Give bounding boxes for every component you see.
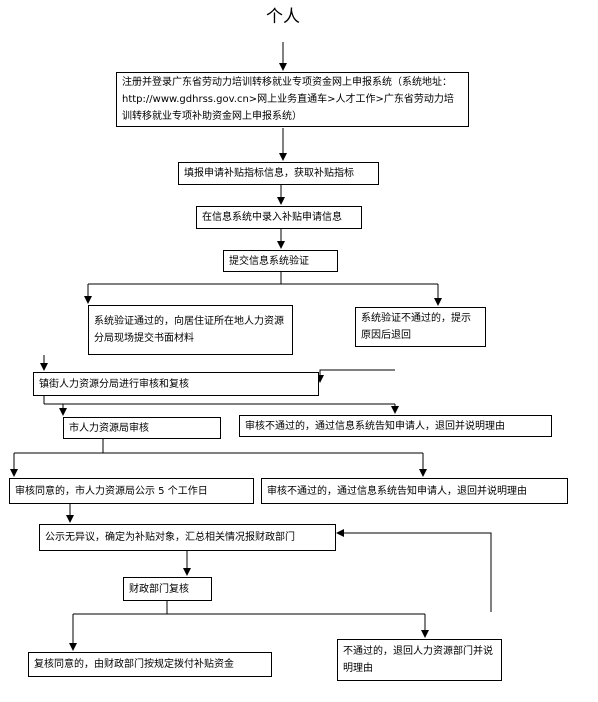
step-submit-verify: 提交信息系统验证	[223, 250, 338, 272]
step-finance-pass: 复核同意的，由财政部门按规定拨付补贴资金	[28, 652, 272, 677]
step-finance-pass-text: 复核同意的，由财政部门按规定拨付补贴资金	[34, 659, 234, 670]
step-city-fail-text: 审核不通过的，通过信息系统告知申请人，退回并说明理由	[267, 485, 527, 497]
step-enter-info-text: 在信息系统中录入补贴申请信息	[202, 212, 342, 223]
step-publicity-text: 公示无异议，确定为补贴对象，汇总相关情况报财政部门	[45, 532, 295, 543]
step-town-review: 镇街人力资源分局进行审核和复核	[33, 372, 319, 396]
step-town-review-text: 镇街人力资源分局进行审核和复核	[39, 378, 189, 390]
arrow-feedback-to-publicity	[336, 529, 492, 612]
step-register: 注册并登录广东省劳动力培训转移就业专项资金网上申报系统（系统地址：http://…	[116, 72, 469, 127]
step-verify-pass: 系统验证通过的，向居住证所在地人力资源分局现场提交书面材料	[88, 305, 293, 355]
step-register-text: 注册并登录广东省劳动力培训转移就业专项资金网上申报系统（系统地址：http://…	[122, 77, 454, 122]
step-submit-verify-text: 提交信息系统验证	[229, 255, 309, 267]
step-finance-fail-text: 不通过的，退回人力资源部门并说明理由	[343, 646, 493, 674]
step-city-pass: 审核同意的，市人力资源局公示 5 个工作日	[9, 478, 254, 504]
step-finance-review: 财政部门复核	[123, 577, 212, 601]
step-verify-fail-text: 系统验证不通过的，提示原因后退回	[361, 313, 471, 341]
diagram-title: 个人	[266, 7, 300, 27]
step-publicity: 公示无异议，确定为补贴对象，汇总相关情况报财政部门	[39, 524, 336, 551]
step-fill-subsidy: 填报申请补贴指标信息，获取补贴指标	[178, 162, 379, 185]
step-verify-pass-text: 系统验证通过的，向居住证所在地人力资源分局现场提交书面材料	[94, 316, 284, 344]
step-enter-info: 在信息系统中录入补贴申请信息	[196, 206, 362, 229]
step-city-review-text: 市人力资源局审核	[69, 422, 149, 434]
step-verify-fail: 系统验证不通过的，提示原因后退回	[355, 307, 486, 347]
step-finance-review-text: 财政部门复核	[129, 583, 189, 595]
step-city-review: 市人力资源局审核	[63, 417, 221, 439]
step-fill-subsidy-text: 填报申请补贴指标信息，获取补贴指标	[184, 168, 354, 179]
step-city-pass-text: 审核同意的，市人力资源局公示 5 个工作日	[15, 485, 208, 497]
arrow-feedback-to-town	[316, 369, 395, 383]
step-review-fail: 审核不通过的，通过信息系统告知申请人，退回并说明理由	[239, 415, 552, 437]
step-city-fail: 审核不通过的，通过信息系统告知申请人，退回并说明理由	[261, 478, 568, 504]
step-finance-fail: 不通过的，退回人力资源部门并说明理由	[337, 639, 502, 681]
step-review-fail-text: 审核不通过的，通过信息系统告知申请人，退回并说明理由	[245, 420, 505, 432]
